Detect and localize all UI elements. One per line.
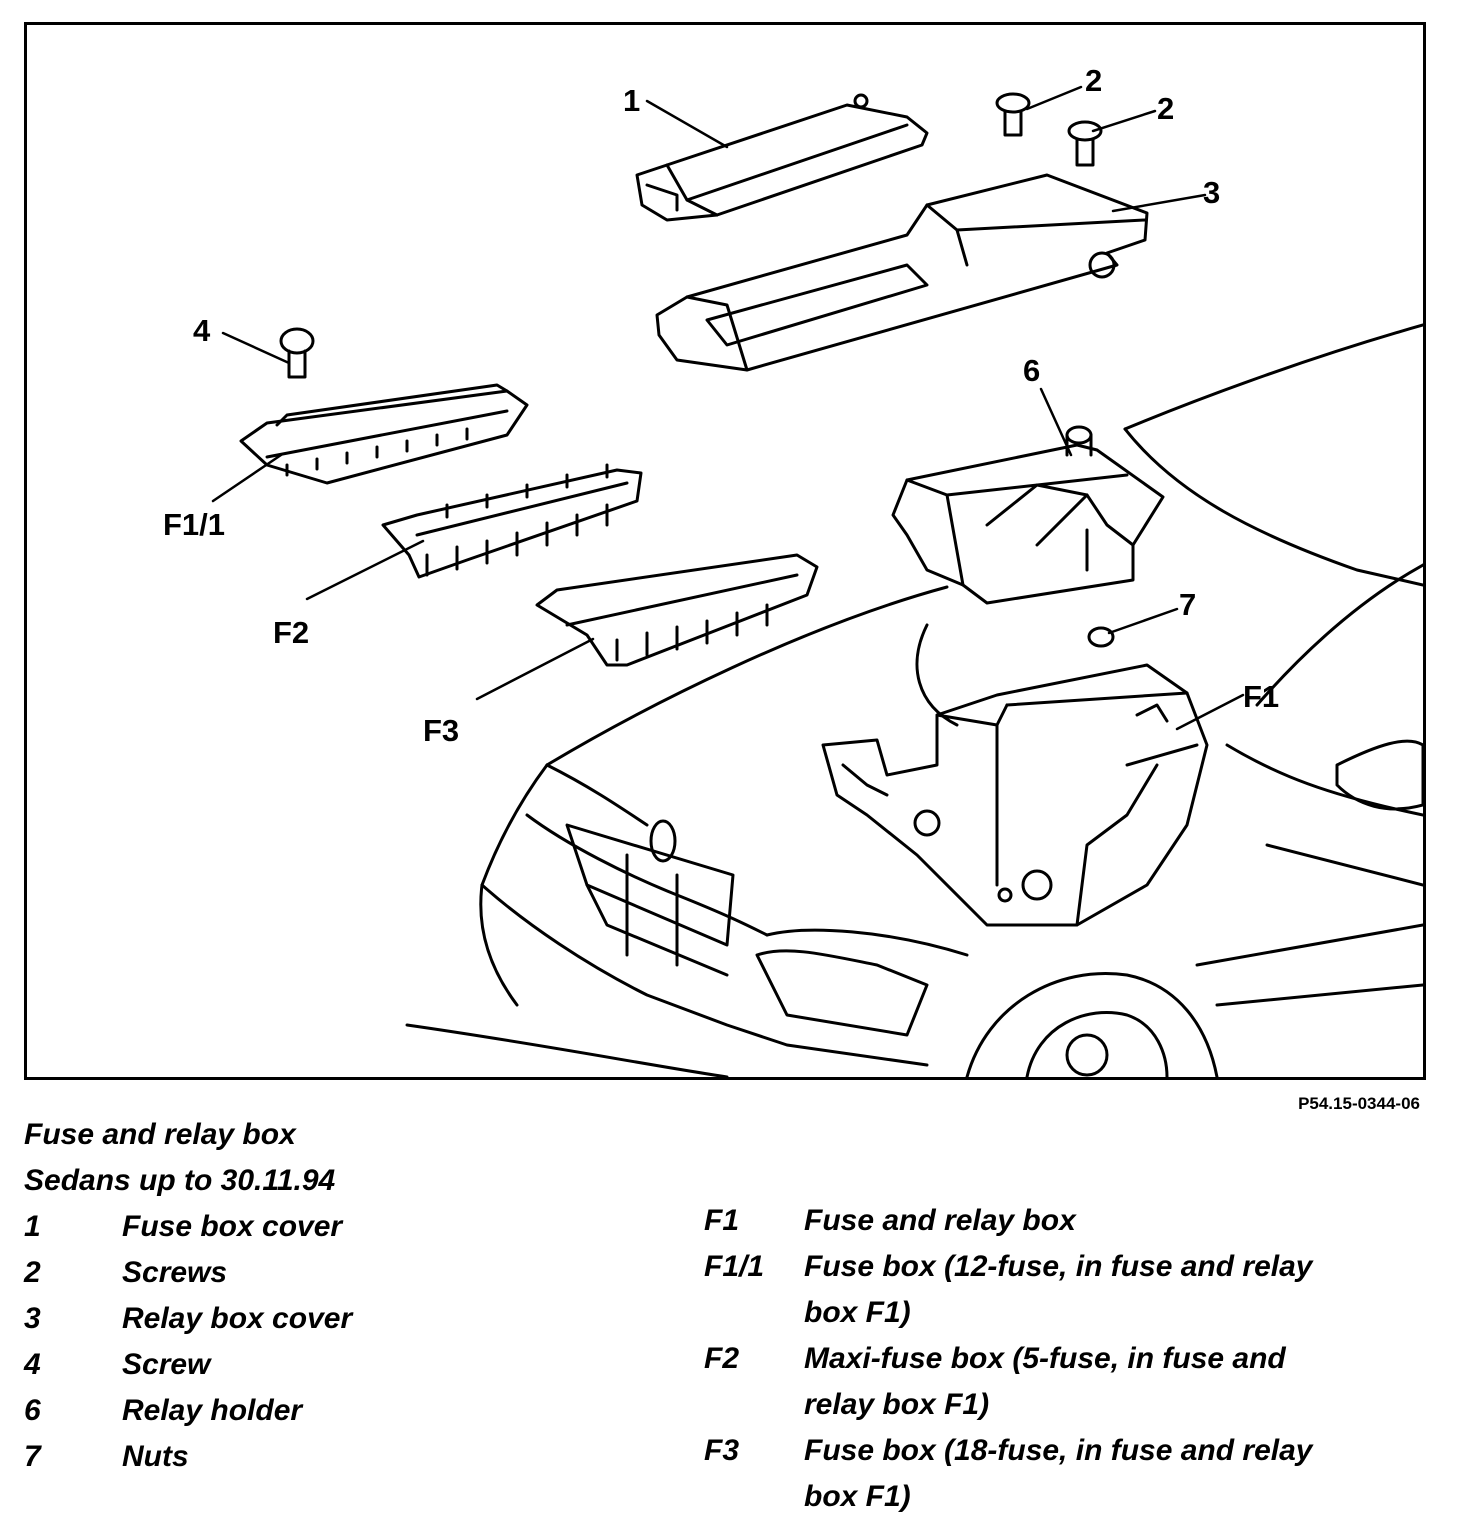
legend-item: 6 Relay holder — [24, 1388, 584, 1434]
legend-number: F3 — [704, 1434, 740, 1467]
legend-number: 6 — [24, 1394, 41, 1427]
relay-box-cover-part — [655, 173, 1149, 372]
legend-item: F1/1 Fuse box (12-fuse, in fuse and rela… — [704, 1244, 1404, 1336]
fuse-relay-box-f1-part — [821, 663, 1209, 927]
relay-holder-part — [891, 425, 1165, 605]
legend-right: F1 Fuse and relay box F1/1 Fuse box (12-… — [704, 1198, 1404, 1520]
legend-description: Relay box cover — [122, 1302, 353, 1335]
callout-7: 7 — [1179, 587, 1196, 622]
nut-part — [1087, 626, 1115, 648]
legend-number: F1/1 — [704, 1250, 765, 1283]
legend-number: F2 — [704, 1342, 740, 1375]
legend-number: 3 — [24, 1302, 41, 1335]
legend-description: Screw — [122, 1348, 211, 1381]
legend-item: F2 Maxi-fuse box (5-fuse, in fuse and re… — [704, 1336, 1404, 1428]
callout-f1: F1 — [1243, 679, 1279, 714]
legend-description: Fuse box cover — [122, 1210, 343, 1243]
caption-title: Fuse and relay box — [24, 1118, 296, 1151]
fuse-box-f3-part — [535, 553, 819, 667]
legend-number: 4 — [24, 1348, 41, 1381]
caption-subtitle: Sedans up to 30.11.94 — [24, 1164, 336, 1197]
callout-6: 6 — [1023, 353, 1040, 388]
callout-3: 3 — [1203, 175, 1220, 210]
callout-2a: 2 — [1085, 63, 1102, 98]
screw-4-part — [279, 327, 315, 379]
diagram-drawing: 1 2 2 3 4 6 7 F1 F1/1 F2 F3 — [163, 63, 1423, 1077]
callout-f1-1: F1/1 — [163, 507, 225, 542]
legend-item: 4 Screw — [24, 1342, 584, 1388]
legend-item: 1 Fuse box cover — [24, 1204, 584, 1250]
legend-item: F1 Fuse and relay box — [704, 1198, 1404, 1244]
callout-1: 1 — [623, 83, 640, 118]
legend-item: 2 Screws — [24, 1250, 584, 1296]
legend-description: Maxi-fuse box (5-fuse, in fuse and relay… — [804, 1342, 1286, 1421]
callout-labels: 1 2 2 3 4 6 7 F1 F1/1 F2 F3 — [163, 63, 1279, 748]
legend-number: 7 — [24, 1440, 41, 1473]
legend-number: 2 — [24, 1256, 41, 1289]
maxi-fuse-box-f2-part — [381, 463, 643, 579]
legend-left: 1 Fuse box cover 2 Screws 3 Relay box co… — [24, 1204, 584, 1480]
fuse-box-f1-1-part — [239, 383, 529, 485]
callout-f3: F3 — [423, 713, 459, 748]
legend-item: 3 Relay box cover — [24, 1296, 584, 1342]
screws-part — [995, 92, 1103, 167]
legend-item: 7 Nuts — [24, 1434, 584, 1480]
legend-number: 1 — [24, 1210, 41, 1243]
legend-description: Fuse box (18-fuse, in fuse and relay box… — [804, 1434, 1313, 1513]
legend-description: Fuse and relay box — [804, 1204, 1076, 1237]
legend-number: F1 — [704, 1204, 740, 1237]
callout-4: 4 — [193, 313, 211, 348]
legend-description: Screws — [122, 1256, 228, 1289]
legend-description: Nuts — [122, 1440, 189, 1473]
legend-description: Fuse box (12-fuse, in fuse and relay box… — [804, 1250, 1313, 1329]
exploded-diagram: 1 2 2 3 4 6 7 F1 F1/1 F2 F3 — [24, 22, 1426, 1080]
legend-description: Relay holder — [122, 1394, 303, 1427]
callout-f2: F2 — [273, 615, 309, 650]
figure-code: P54.15-0344-06 — [1298, 1094, 1420, 1113]
leader-lines — [211, 85, 1245, 731]
fuse-box-cover-part — [635, 93, 929, 222]
callout-2b: 2 — [1157, 91, 1174, 126]
legend-item: F3 Fuse box (18-fuse, in fuse and relay … — [704, 1428, 1404, 1520]
